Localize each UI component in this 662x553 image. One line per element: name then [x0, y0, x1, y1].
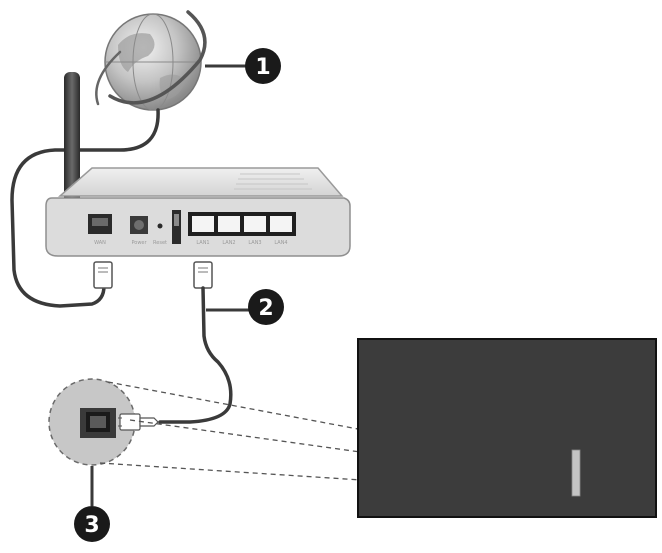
router-power-port: Power	[130, 216, 148, 246]
router-reset-button: Reset	[153, 223, 167, 246]
globe-icon	[95, 10, 207, 111]
callout-1: 1	[245, 48, 281, 84]
lan-port-zoom	[48, 378, 159, 466]
callout-2-number: 2	[258, 296, 273, 321]
router-switch	[172, 210, 181, 244]
router-lan1-label: LAN1	[196, 240, 209, 246]
internet-cable	[10, 108, 160, 308]
tv-rear	[357, 338, 657, 518]
router: WAN Power Reset LAN1 LAN2 LAN3 LAN4	[45, 72, 351, 257]
router-reset-label: Reset	[153, 240, 167, 246]
router-power-label: Power	[131, 240, 147, 246]
callout-1-number: 1	[255, 55, 270, 80]
rj45-plug-lan	[193, 261, 213, 289]
router-lan3-label: LAN3	[248, 240, 261, 246]
callout-2: 2	[248, 289, 284, 325]
callout-3: 3	[74, 506, 110, 542]
router-lan2-label: LAN2	[222, 240, 235, 246]
router-lan-ports: LAN1 LAN2 LAN3 LAN4	[188, 212, 296, 246]
router-wan-label: WAN	[94, 240, 106, 246]
router-lan4-label: LAN4	[274, 240, 287, 246]
callout-3-number: 3	[84, 513, 99, 538]
rj45-plug-wan	[93, 261, 113, 289]
zoom-guide-middle	[129, 419, 577, 483]
tv-lan-input-slot	[571, 449, 581, 497]
ethernet-cable	[158, 286, 233, 424]
router-wan-port: WAN	[88, 214, 112, 246]
